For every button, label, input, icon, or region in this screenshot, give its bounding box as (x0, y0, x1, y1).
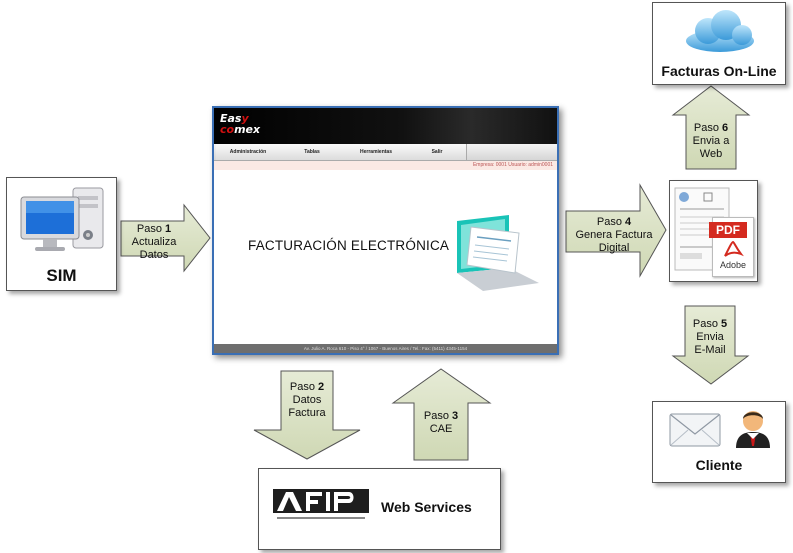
afip-node: Web Services (258, 468, 501, 550)
adobe-label: Adobe (719, 260, 747, 270)
arrow-step2-label: Paso 2 Datos Factura (288, 381, 326, 419)
arrow-step1 (120, 203, 211, 273)
arrow-step1-label: Paso 1 Actualiza Datos (131, 223, 177, 261)
arrow-step5 (671, 305, 750, 385)
pdf-label: PDF (709, 222, 747, 238)
user-avatar-icon (736, 411, 770, 448)
app-window: Easy comex Administración Tablas Herrami… (212, 106, 559, 355)
facturas-online-label: Facturas On-Line (661, 63, 777, 79)
arrow-step3-label: Paso 3 CAE (423, 410, 459, 435)
app-menu: Administración Tablas Herramientas Salir (214, 144, 557, 161)
sim-label: SIM (46, 266, 77, 285)
menu-item-herramientas[interactable]: Herramientas (344, 144, 409, 160)
arrow-step2 (253, 370, 361, 460)
computer-icon (20, 187, 104, 251)
arrow-step5-label: Paso 5 Envia E-Mail (692, 318, 728, 356)
cloud-icon (686, 10, 754, 52)
sim-node: SIM (6, 177, 117, 291)
menu-item-administracion[interactable]: Administración (216, 144, 281, 160)
arrow-step6 (671, 85, 751, 170)
arrow-step4 (565, 183, 667, 278)
invoice-laptop-icon (457, 215, 539, 291)
cliente-label: Cliente (695, 457, 743, 473)
arrow-step6-label: Paso 6 Envia a Web (692, 122, 730, 160)
app-header: Easy comex (214, 108, 557, 144)
app-title: FACTURACIÓN ELECTRÓNICA (248, 238, 450, 253)
facturas-online-node: Facturas On-Line (652, 2, 786, 85)
arrow-step3 (391, 368, 492, 461)
afip-web-services-label: Web Services (381, 499, 472, 515)
app-footer: Av. Julio A. Roca 610 - Piso 4° / 1067 -… (214, 344, 557, 353)
app-logo: Easy comex (220, 112, 261, 136)
menu-item-tablas[interactable]: Tablas (280, 144, 345, 160)
menu-item-salir[interactable]: Salir (408, 144, 467, 160)
app-status: Empresa: 0001 Usuario: admin0001 (214, 161, 557, 170)
afip-logo (273, 489, 369, 519)
envelope-icon (669, 413, 721, 447)
invoice-pdf-node: PDF Adobe (669, 180, 758, 282)
pdf-file-icon: PDF Adobe (709, 217, 754, 277)
arrow-step4-label: Paso 4 Genera Factura Digital (575, 216, 653, 254)
cliente-node: Cliente (652, 401, 786, 483)
acrobat-icon (724, 240, 744, 257)
